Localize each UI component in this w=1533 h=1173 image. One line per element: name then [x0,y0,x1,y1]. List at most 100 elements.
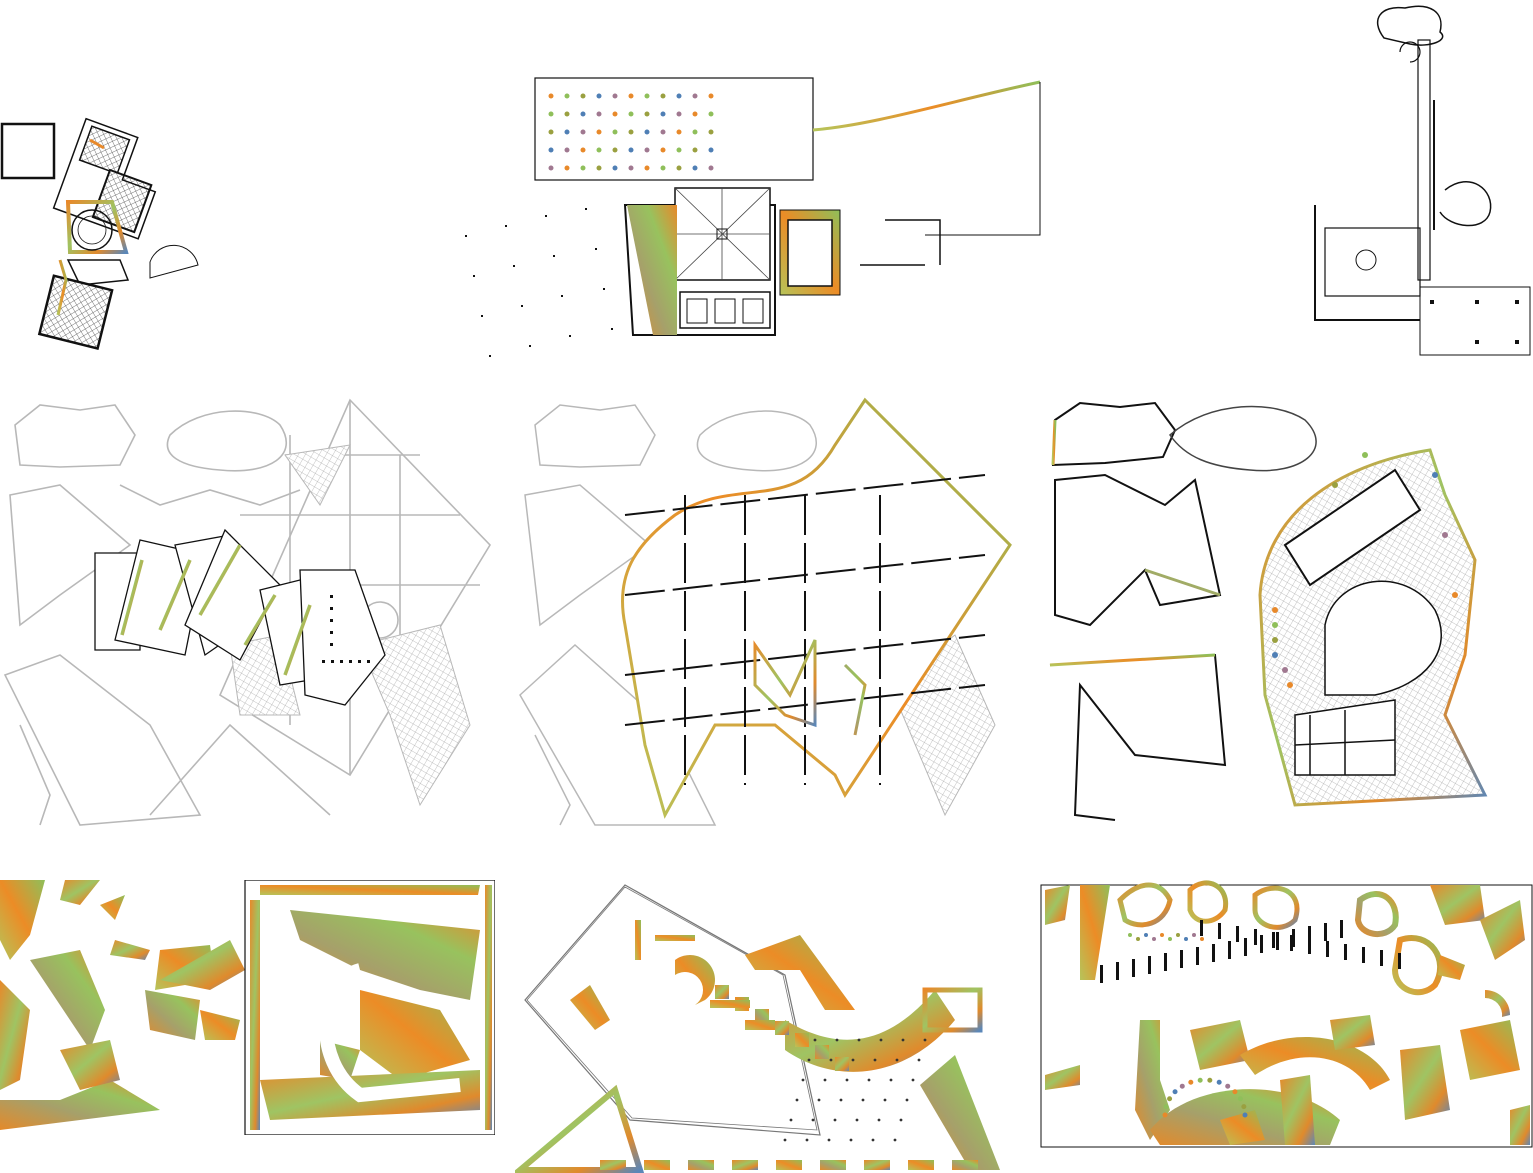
structural-grid [624,474,986,785]
arc-dot [1192,933,1196,937]
column-dot [580,93,586,99]
column-dot [612,93,618,99]
dot-mark [330,619,333,622]
grid-dot [813,1038,817,1042]
hatched-courtyard [37,274,114,350]
point-mark [561,295,563,297]
point-mark [553,255,555,257]
museum-dot [1282,667,1288,673]
arc-dot [1200,937,1204,941]
column-dot [628,147,634,153]
grid-dot [849,1138,853,1142]
column-dot [548,147,554,153]
column-dot [596,165,602,171]
column-dot [612,165,618,171]
grid-line-h [624,474,986,516]
arc-dot [1179,1083,1185,1089]
column-dot [644,93,650,99]
solid-fragments [1045,880,1530,1145]
dot-mark [331,660,334,663]
grid-dot [827,1138,831,1142]
column-dot [660,129,666,135]
column-dot [644,111,650,117]
arc-dot [1216,1079,1222,1085]
long-gallery-box [1283,468,1422,587]
overlay-fragment-drawing [3,398,492,826]
tick-mark [1324,923,1327,941]
hatched-room-group [52,117,157,240]
grid-dot [833,1118,837,1122]
column-dot [564,129,570,135]
point-mark [521,305,523,307]
point-mark [585,208,587,210]
tick-mark [1218,923,1221,939]
arc-dot [1136,937,1140,941]
column-dot [676,129,682,135]
arc-dots [1128,933,1248,1118]
courtyard-plan-drawing [465,77,1041,357]
museum-dot [1362,452,1368,458]
south-rooms [679,291,771,329]
arc-dot [1152,937,1156,941]
grid-line-h [624,554,986,596]
arc-dot [1232,1089,1238,1095]
band-rect [732,1160,758,1170]
column-dot [660,147,666,153]
grid-dot [805,1138,809,1142]
band-rect [600,1160,626,1170]
colored-wedge-west [627,205,677,335]
colonnade-hall [534,77,814,181]
oval-court [1324,580,1442,696]
arc-dot [1172,1089,1178,1095]
grid-dot [823,1078,827,1082]
column-dot [644,147,650,153]
room-rect [795,1033,809,1047]
room-rect [775,1021,789,1035]
linear-house-plan-drawing [1314,5,1531,356]
grid-dot [889,1078,893,1082]
house-block-top [1051,401,1177,467]
colored-slab-edges [96,544,350,676]
semicircle-terrace [149,244,199,279]
museum-dot [1272,652,1278,658]
grid-dot [835,1038,839,1042]
point-mark [529,345,531,347]
tick-mark [1344,944,1347,960]
arc-dot [1167,1096,1173,1102]
column-dot [564,147,570,153]
grid-dot [901,1038,905,1042]
museum-dot [1442,532,1448,538]
band-rect [644,1160,670,1170]
grid-line-h [624,634,986,676]
zigzag-insert [753,639,817,728]
column-dot [708,111,714,117]
solid-void-pattern-a-drawing [0,880,495,1135]
grid-dot [851,1058,855,1062]
column-dot [692,165,698,171]
grid-dot [905,1098,909,1102]
grid-dot [783,1138,787,1142]
panel-solid-void-pattern-c [1040,880,1533,1150]
band-rectangles [600,985,978,1170]
arc-dot [1160,933,1164,937]
grid-dot [877,1118,881,1122]
tick-mark [1272,932,1275,948]
band-rect [776,1160,802,1170]
point-mark [473,275,475,277]
museum-dot [1287,682,1293,688]
arc-dot [1188,1079,1194,1085]
tick-mark [1308,926,1311,944]
tick-mark [1212,944,1215,962]
arc-dot [1225,1083,1231,1089]
grid-dot [855,1118,859,1122]
faint-hatched-star [359,624,471,807]
tick-mark [1244,938,1247,956]
column-dot [564,111,570,117]
tick-mark [1260,935,1263,953]
dot-mark [322,660,325,663]
arc-dot [1241,1104,1247,1110]
grid-dot [857,1038,861,1042]
column-dot [580,147,586,153]
column-dot-row [322,595,370,663]
panel-combined-ground-plan [1035,395,1533,835]
